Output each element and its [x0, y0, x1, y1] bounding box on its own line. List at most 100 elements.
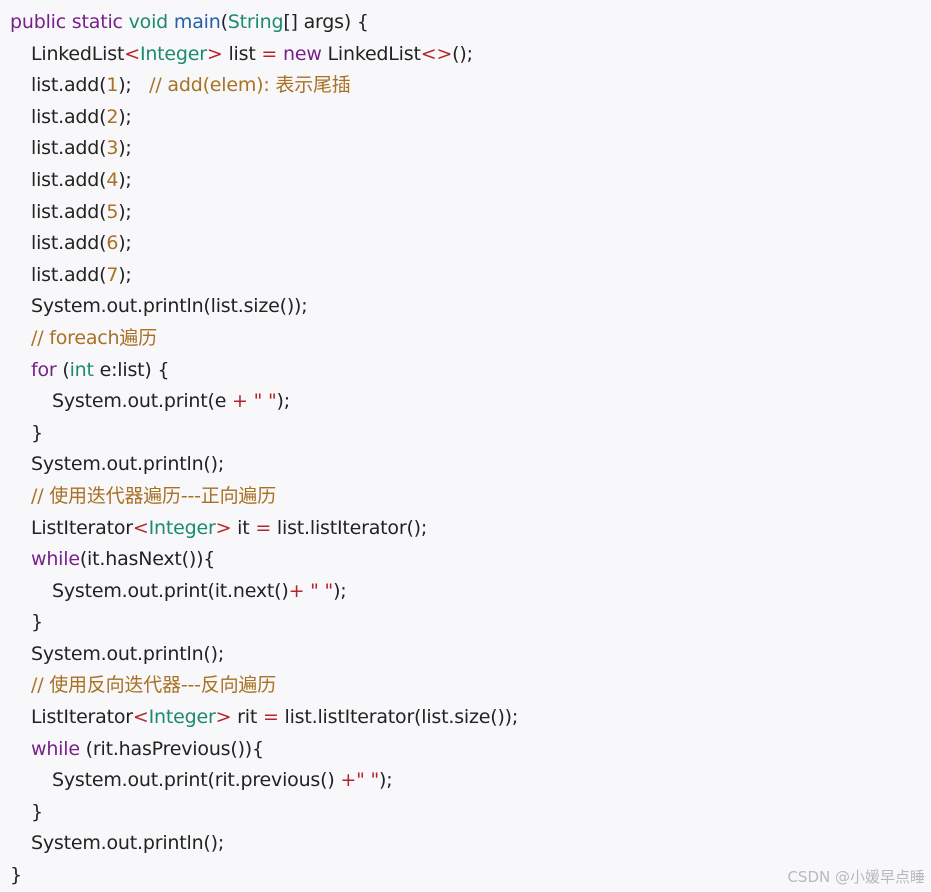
code-token: public static: [10, 11, 129, 33]
code-token: LinkedList: [321, 42, 421, 65]
code-token: list: [222, 42, 262, 65]
code-token: while: [31, 548, 80, 571]
code-token: list.add(: [31, 232, 107, 255]
code-token: 5: [106, 200, 119, 223]
code-token: ListIterator: [31, 516, 133, 539]
code-line: LinkedList<Integer> list = new LinkedLis…: [0, 39, 931, 71]
code-token: }: [10, 864, 22, 887]
code-token: <: [132, 516, 149, 539]
code-token: <>: [420, 42, 453, 65]
code-line: list.add(5);: [0, 197, 931, 229]
code-token: " ": [356, 769, 380, 792]
code-token: +: [232, 390, 248, 413]
code-token: );: [118, 232, 132, 255]
code-token: Integer: [148, 516, 216, 539]
code-line: }: [0, 860, 931, 892]
code-token: [] args) {: [283, 11, 369, 33]
code-token: list.add(: [31, 137, 107, 160]
code-token: =: [262, 706, 279, 729]
code-token: >: [206, 42, 223, 65]
code-line: System.out.print(e + " ");: [0, 386, 931, 418]
code-line: System.out.println();: [0, 828, 931, 860]
code-token: );: [118, 168, 132, 191]
code-token: System.out.println();: [31, 453, 225, 476]
code-token: LinkedList: [31, 42, 125, 65]
code-token: 4: [106, 168, 119, 191]
code-line: System.out.print(rit.previous() +" ");: [0, 765, 931, 797]
code-token: list.add(: [31, 168, 107, 191]
code-token: >: [215, 706, 232, 729]
code-token: );: [276, 390, 291, 413]
code-token: +: [288, 579, 305, 602]
code-token: );: [118, 74, 150, 97]
code-token: // 使用反向迭代器---反向遍历: [31, 674, 277, 697]
code-token: );: [118, 200, 132, 223]
code-token: String: [227, 11, 284, 33]
code-line: System.out.println();: [0, 449, 931, 481]
code-token: list.add(: [31, 263, 107, 286]
code-token: (: [56, 358, 70, 381]
code-token: <: [124, 42, 140, 65]
code-line: System.out.println();: [0, 639, 931, 671]
code-line: }: [0, 797, 931, 829]
code-token: (: [220, 11, 228, 33]
code-line: list.add(7);: [0, 260, 931, 292]
code-token: +: [340, 769, 357, 792]
code-token: rit: [231, 706, 263, 729]
code-line: list.add(2);: [0, 102, 931, 134]
code-line: while(it.hasNext()){: [0, 544, 931, 576]
code-token: }: [31, 421, 43, 444]
code-line: for (int e:list) {: [0, 355, 931, 387]
code-line: list.add(1); // add(elem): 表示尾插: [0, 70, 931, 102]
code-token: ();: [452, 42, 473, 65]
code-token: list.add(: [31, 200, 107, 223]
code-token: while: [31, 737, 80, 760]
code-token: >: [215, 516, 232, 539]
code-line: System.out.print(it.next()+ " ");: [0, 576, 931, 608]
code-token: 7: [106, 263, 119, 286]
code-token: // 使用迭代器遍历---正向遍历: [31, 484, 277, 507]
code-token: list.add(: [31, 105, 107, 128]
code-token: );: [118, 263, 132, 286]
code-token: int: [69, 358, 94, 381]
code-token: Integer: [139, 42, 207, 65]
code-line: }: [0, 607, 931, 639]
code-token: }: [31, 611, 43, 634]
code-token: System.out.println();: [31, 832, 225, 855]
code-token: list.listIterator();: [271, 516, 428, 539]
code-token: );: [333, 579, 347, 602]
code-token: // add(elem): 表示尾插: [149, 74, 351, 97]
code-token: " ": [253, 390, 277, 413]
code-token: " ": [310, 579, 334, 602]
code-line: ListIterator<Integer> it = list.listIter…: [0, 513, 931, 545]
code-token: System.out.print(e: [52, 390, 233, 413]
code-token: list.listIterator(list.size());: [278, 706, 519, 729]
code-token: =: [255, 516, 272, 539]
code-token: );: [379, 769, 393, 792]
code-line: }: [0, 418, 931, 450]
code-token: System.out.println(list.size());: [31, 295, 308, 318]
code-line: // 使用迭代器遍历---正向遍历: [0, 481, 931, 513]
watermark: CSDN @小媛早点睡: [787, 868, 925, 886]
code-token: =: [261, 42, 278, 65]
code-token: // foreach遍历: [31, 326, 157, 349]
code-line: // foreach遍历: [0, 323, 931, 355]
code-token: e:list) {: [93, 358, 170, 381]
code-line: // 使用反向迭代器---反向遍历: [0, 670, 931, 702]
code-token: void: [128, 11, 169, 33]
code-line: ListIterator<Integer> rit = list.listIte…: [0, 702, 931, 734]
code-line: System.out.println(list.size());: [0, 291, 931, 323]
code-token: 1: [106, 74, 119, 97]
code-token: 6: [106, 232, 119, 255]
code-token: new: [283, 42, 322, 65]
code-token: Integer: [148, 706, 216, 729]
code-token: 2: [106, 105, 119, 128]
code-line: public static void main(String[] args) {: [0, 7, 931, 39]
code-token: System.out.print(rit.previous(): [52, 769, 341, 792]
code-token: }: [31, 800, 43, 823]
code-token: System.out.println();: [31, 642, 225, 665]
code-token: list.add(: [31, 74, 107, 97]
code-line: list.add(4);: [0, 165, 931, 197]
code-token: (it.hasNext()){: [79, 548, 216, 571]
